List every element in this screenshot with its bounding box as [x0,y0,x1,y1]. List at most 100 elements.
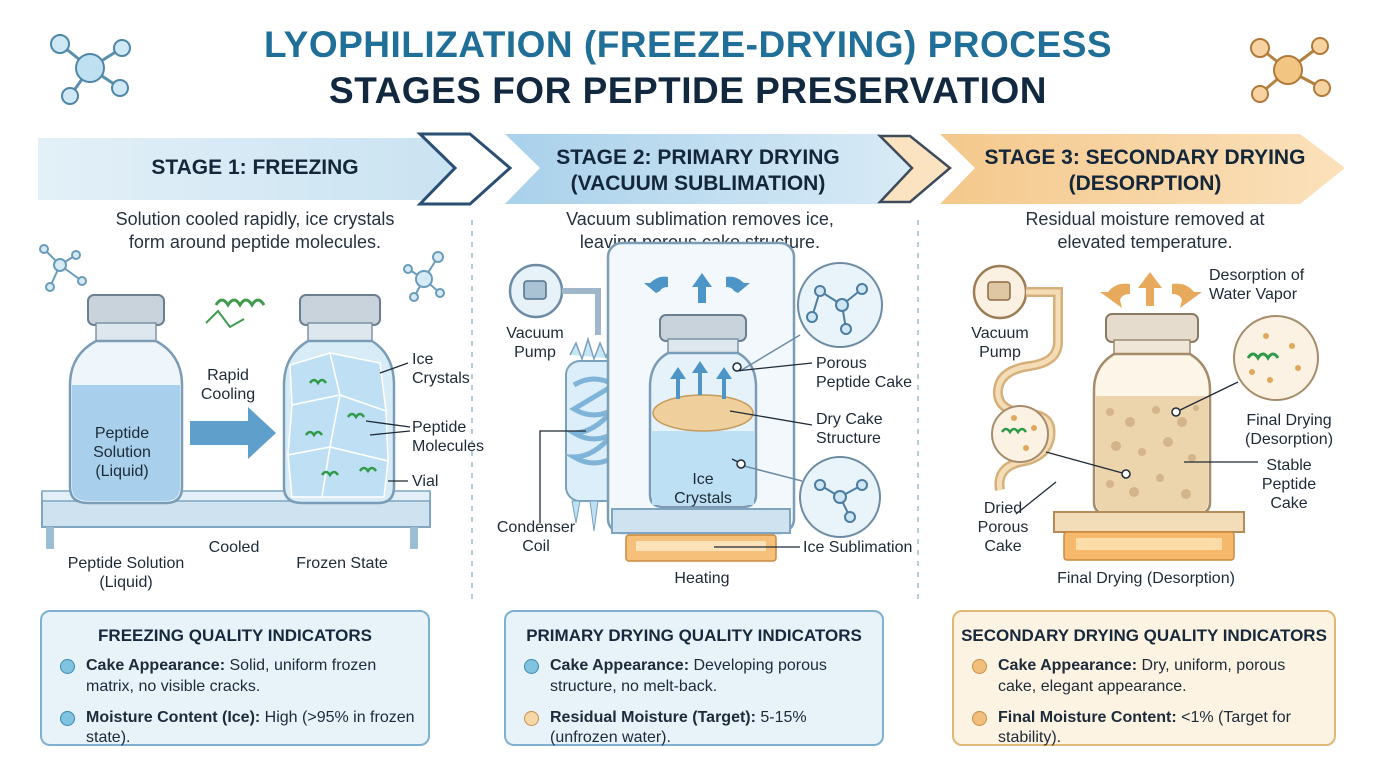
stage3-heading-line1: STAGE 3: SECONDARY DRYING [984,146,1306,169]
stable-cake-label-3: Cake [1270,495,1308,513]
stage2-ice-crystals-label: Ice Crystals [658,470,748,508]
porous-cake-label: Porous Peptide Cake [816,354,912,392]
dry-cake-label: Dry Cake Structure [816,410,883,448]
stage2-vacuum-pump-label: Vacuum Pump [490,324,580,362]
condenser-label: Condenser Coil [486,518,586,556]
stage2-illustration [508,241,883,562]
stage2-quality-title: PRIMARY DRYING QUALITY INDICATORS [526,626,862,645]
stage3-vacuum-pump-label-1: Vacuum [971,325,1029,342]
quality-item-value: High (>95% in frozen state). [86,708,415,747]
stable-cake-label-1: Stable [1266,457,1312,474]
peptide-solution-bottom-1: Peptide Solution [67,555,185,572]
quality-item-key: Cake Appearance: [998,657,1138,674]
quality-item-value: Dry, uniform, porous cake, elegant appea… [998,657,1286,695]
stage1-illustration [39,244,445,549]
stage1-heading: STAGE 1: FREEZING [151,156,359,179]
stage1-desc-line2: form around peptide molecules. [128,232,382,253]
rapid-cooling-label-2: Cooling [200,386,256,404]
dried-cake-label-1: Dried [983,500,1023,517]
porous-cake-label-2: Peptide Cake [816,374,913,392]
blue-molecule-icon [50,34,131,105]
stage1-description: Solution cooled rapidly, ice crystals fo… [50,208,460,255]
stage1-quality-title: FREEZING QUALITY INDICATORS [98,626,372,645]
dry-cake-label-2: Structure [816,430,881,448]
stage3-vacuum-pump-label: Vacuum Pump [955,324,1045,362]
blue-bullet-icon [524,659,539,674]
stage3-illustration [972,264,1319,561]
stage1-desc-line1: Solution cooled rapidly, ice crystals [115,209,395,229]
stage1-quality-item: Moisture Content (Ice): High (>95% in fr… [42,708,428,750]
stage3-quality-box: SECONDARY DRYING QUALITY INDICATORS Cake… [952,610,1336,746]
orange-bullet-icon [972,659,987,674]
rapid-cooling-label-1: Rapid [207,367,249,384]
stage3-desc-line2: elevated temperature. [1057,232,1233,253]
desorption-vapor-label-1: Desorption of [1209,267,1305,284]
final-drying-side-label: Final Drying (Desorption) [1232,411,1346,449]
stage2-vacuum-pump-label-1: Vacuum [506,325,564,342]
small-molecule-icon [39,244,87,292]
quality-item-value: Developing porous structure, no melt-bac… [550,657,827,695]
condenser-label-1: Condenser [496,519,576,536]
stage3-quality-title: SECONDARY DRYING QUALITY INDICATORS [961,626,1327,645]
stage2-quality-item: Residual Moisture (Target): 5-15% (unfro… [506,708,882,750]
orange-bullet-icon [524,710,539,726]
stage3-quality-item: Cake Appearance: Dry, uniform, porous ca… [954,656,1334,698]
liquid-vial-label: Peptide Solution (Liquid) [72,424,172,482]
quality-item-key: Moisture Content (Ice): [86,708,261,726]
stage3-desc-line1: Residual moisture removed at [1025,209,1265,229]
desorption-vapor-label: Desorption of Water Vapor [1209,266,1304,304]
porous-cake-label-1: Porous [816,355,867,372]
stage2-ice-crystals-label-1: Ice [692,471,714,488]
orange-molecule-icon [1250,37,1331,103]
quality-item-value: Solid, uniform frozen matrix, no visible… [86,657,377,695]
peptide-solution-bottom-label: Peptide Solution (Liquid) [46,554,206,592]
title-line-1: LYOPHILIZATION (FREEZE-DRYING) PROCESS [263,24,1113,65]
heating-label: Heating [674,570,730,587]
stage3-heading-line2: (DESORPTION) [1068,172,1222,196]
liquid-vial-label-1: Peptide [94,425,150,442]
stage2-quality-box: PRIMARY DRYING QUALITY INDICATORS Cake A… [504,610,884,746]
orange-bullet-icon [972,710,987,726]
stage3-heading: STAGE 3: SECONDARY DRYING (DESORPTION) [960,145,1330,198]
stage2-vacuum-pump-label-2: Pump [514,344,556,362]
frozen-state-label: Frozen State [296,555,388,572]
quality-item-key: Final Moisture Content: [998,708,1177,726]
stage-dividers [471,220,919,600]
rapid-cooling-label: Rapid Cooling [188,366,268,404]
quality-item-key: Cake Appearance: [86,657,226,674]
ice-crystal-shards [287,352,389,498]
arrow-2-3 [876,134,952,204]
arrow-1-2 [416,132,513,206]
stage3-quality-item: Final Moisture Content: <1% (Target for … [954,708,1334,750]
final-drying-zoom-icon [1233,315,1319,401]
stage2-quality-item: Cake Appearance: Developing porous struc… [506,656,882,698]
quality-item-key: Residual Moisture (Target): [550,708,756,726]
liquid-vial-label-3: (Liquid) [95,463,149,481]
desorption-vapor-label-2: Water Vapor [1209,286,1298,304]
peptide-molecules-label-1: Peptide [412,419,467,436]
dried-cake-label-3: Cake [984,538,1022,556]
ice-crystals-label-2: Crystals [412,370,470,388]
rapid-cooling-arrow-icon [190,407,276,459]
vapor-arrows-icon [644,273,750,303]
stage2-ice-crystals-label-2: Crystals [674,490,732,508]
desorption-arrows-icon [1100,272,1202,308]
stage2-desc-line1: Vacuum sublimation removes ice, [566,209,834,229]
dry-cake-label-1: Dry Cake [816,411,883,428]
stable-cake-label: Stable Peptide Cake [1246,456,1332,514]
quality-item-key: Cake Appearance: [550,657,690,674]
final-drying-bottom-label: Final Drying (Desorption) [1057,570,1235,587]
final-drying-side-label-2: (Desorption) [1244,431,1334,449]
stage2-heading-line2: (VACUUM SUBLIMATION) [570,172,826,196]
stage2-heading: STAGE 2: PRIMARY DRYING (VACUUM SUBLIMAT… [520,145,876,198]
blue-bullet-icon [60,659,75,674]
dried-cake-label: Dried Porous Cake [968,499,1038,557]
condenser-label-2: Coil [522,538,550,556]
ice-crystals-label: Ice Crystals [412,350,470,388]
stable-cake-label-2: Peptide [1261,476,1317,494]
liquid-vial-label-2: Solution [93,444,151,462]
blue-bullet-icon [60,710,75,726]
vial-label: Vial [412,473,439,490]
stage3-vacuum-pump-label-2: Pump [979,344,1021,362]
title-line-2: STAGES FOR PEPTIDE PRESERVATION [329,70,1047,111]
